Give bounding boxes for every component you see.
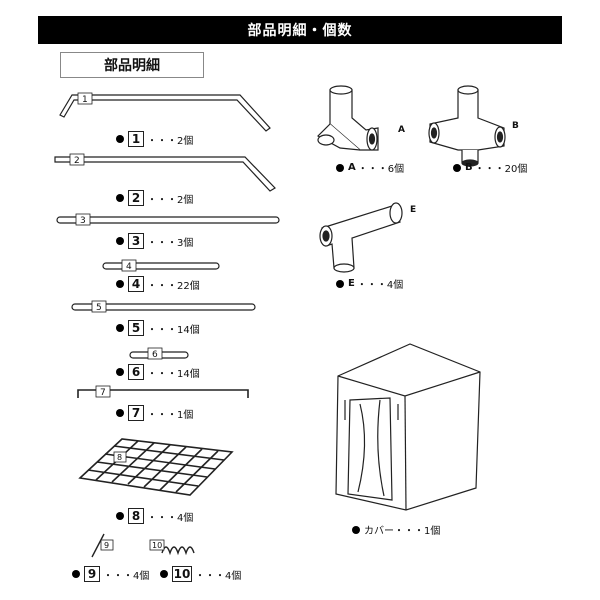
part-count: ・・・14個 (147, 368, 200, 380)
part-10-label: 10 ・・・4個 (160, 566, 241, 582)
part-9-pin (91, 533, 105, 558)
header-title: 部品明細・個数 (247, 23, 353, 39)
part-number: 8 (128, 508, 144, 524)
bullet-icon (116, 194, 124, 202)
bullet-icon (72, 570, 80, 578)
part-count: ・・・4個 (195, 570, 242, 582)
svg-text:5: 5 (96, 303, 102, 313)
section-title: 部品明細 (104, 58, 160, 74)
part-7-bar (77, 389, 249, 398)
bullet-icon (352, 525, 360, 534)
joint-count: ・・・6個 (357, 164, 405, 175)
svg-text:3: 3 (80, 216, 86, 226)
part-2-label: 2 ・・・2個 (116, 190, 193, 206)
joint-b-illustration (428, 85, 506, 167)
joint-code: B (465, 162, 473, 173)
svg-text:10: 10 (152, 541, 162, 550)
part-number: 6 (128, 364, 144, 380)
joint-a-label: A ・・・6個 (336, 160, 404, 175)
part-count: ・・・2個 (147, 135, 194, 147)
bullet-icon (116, 409, 124, 417)
part-4-label: 4 ・・・22個 (116, 276, 200, 292)
part-count: ・・・3個 (147, 237, 194, 249)
cover-count: カバー・・・1個 (364, 526, 441, 537)
part-3-pole (56, 216, 280, 224)
part-8-shelf (78, 438, 234, 496)
part-count: ・・・4個 (147, 512, 194, 524)
joint-count: ・・・20個 (474, 164, 528, 175)
bullet-icon (116, 324, 124, 332)
part-count: ・・・22個 (147, 280, 200, 292)
part-count: ・・・14個 (147, 324, 200, 336)
part-5-label: 5 ・・・14個 (116, 320, 200, 336)
svg-text:7: 7 (100, 388, 106, 398)
part-count: ・・・4個 (103, 570, 150, 582)
part-number: 10 (172, 566, 192, 582)
part-3-label: 3 ・・・3個 (116, 233, 193, 249)
bullet-icon (116, 512, 124, 520)
section-title-box: 部品明細 (60, 52, 204, 78)
part-number: 1 (128, 131, 144, 147)
part-8-label: 8 ・・・4個 (116, 508, 193, 524)
page-header: 部品明細・個数 (38, 16, 562, 44)
part-6-label: 6 ・・・14個 (116, 364, 200, 380)
joint-a-illustration (317, 85, 379, 151)
svg-text:1: 1 (82, 95, 88, 105)
bullet-icon (453, 163, 461, 172)
joint-e-illustration (319, 202, 403, 273)
bullet-icon (336, 279, 344, 288)
bullet-icon (116, 280, 124, 288)
bullet-icon (116, 368, 124, 376)
cover-label: カバー・・・1個 (352, 522, 440, 537)
part-number: 5 (128, 320, 144, 336)
svg-text:4: 4 (126, 262, 132, 272)
part-10-clip (161, 546, 195, 556)
part-count: ・・・1個 (147, 409, 194, 421)
joint-code: A (348, 162, 356, 173)
svg-text:A: A (398, 125, 405, 135)
bullet-icon (116, 237, 124, 245)
part-number: 4 (128, 276, 144, 292)
joint-b-label: B ・・・20個 (453, 160, 527, 175)
part-number: 9 (84, 566, 100, 582)
joint-e-label: E ・・・4個 (336, 276, 403, 291)
part-1-label: 1 ・・・2個 (116, 131, 193, 147)
svg-text:E: E (410, 205, 416, 215)
part-number: 3 (128, 233, 144, 249)
cover-tent-illustration (335, 343, 481, 511)
joint-count: ・・・4個 (356, 280, 404, 291)
part-7-label: 7 ・・・1個 (116, 405, 193, 421)
part-4-pole (102, 262, 220, 270)
part-5-pole (71, 303, 256, 311)
part-count: ・・・2個 (147, 194, 194, 206)
bullet-icon (160, 570, 168, 578)
bullet-icon (336, 163, 344, 172)
part-9-label: 9 ・・・4個 (72, 566, 149, 582)
part-number: 2 (128, 190, 144, 206)
joint-code: E (348, 278, 355, 289)
part-2-pole (54, 156, 276, 192)
svg-text:B: B (512, 121, 519, 131)
part-number: 7 (128, 405, 144, 421)
svg-text:6: 6 (152, 350, 158, 360)
svg-text:2: 2 (74, 156, 80, 166)
svg-text:9: 9 (104, 541, 109, 550)
bullet-icon (116, 135, 124, 143)
svg-text:8: 8 (117, 453, 122, 462)
